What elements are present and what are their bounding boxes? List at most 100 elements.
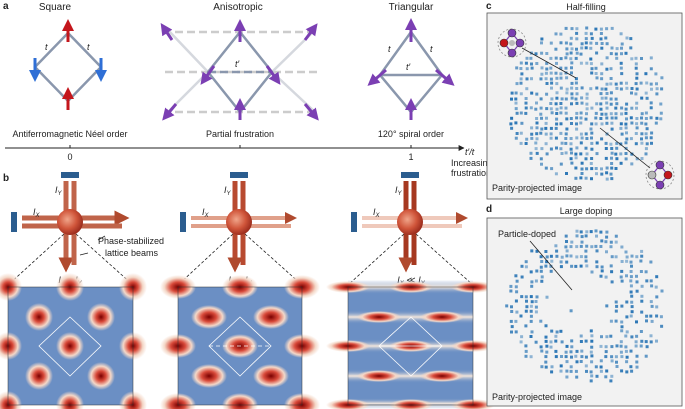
atom-site [545, 82, 549, 85]
atom-site [609, 240, 613, 244]
atom-site [630, 294, 634, 298]
atom-site [549, 41, 553, 45]
atom-site [529, 106, 533, 110]
atom-site [569, 309, 573, 313]
atom-site [595, 76, 599, 80]
atom-site [549, 264, 553, 268]
atom-site [519, 340, 523, 344]
atom-site [565, 360, 569, 364]
atom-site [640, 57, 643, 60]
atom-site [509, 319, 513, 323]
atom-site [544, 365, 548, 369]
atom-site [515, 111, 519, 115]
beam-annotation-line2: lattice beams [105, 248, 159, 258]
atom-site [644, 111, 648, 115]
atom-site [619, 87, 623, 91]
atom-site [570, 47, 574, 51]
atom-site [644, 152, 648, 156]
atom-site [575, 116, 579, 120]
atom-site [600, 96, 604, 100]
atom-site [585, 107, 589, 111]
panel-b: b IX IY Phase-stabilized lattice beams [0, 172, 495, 409]
atom-site [575, 245, 579, 249]
atom-site [589, 62, 593, 66]
atom-site [514, 136, 518, 140]
atom-site [635, 255, 639, 259]
atom-site [524, 101, 528, 105]
atom-site [609, 97, 613, 101]
atom-site [619, 61, 623, 65]
atom-site [620, 132, 624, 136]
zoom-lines [7, 233, 474, 286]
atom-cloud [397, 209, 423, 235]
atom-site [554, 32, 558, 36]
atom-site [619, 161, 623, 165]
atom-site [639, 344, 643, 348]
atom-site [595, 265, 599, 269]
atom-site [614, 240, 618, 244]
atom-site [594, 116, 598, 120]
atom-site [584, 255, 588, 259]
atom-site [564, 41, 568, 45]
atom-site [635, 87, 639, 91]
atom-site [644, 132, 648, 136]
atom-site [634, 82, 638, 86]
atom-site [595, 41, 599, 45]
atom-site [625, 274, 628, 278]
atom-site [534, 147, 538, 151]
atom-site [645, 279, 649, 283]
panel-label-c: c [486, 1, 492, 12]
atom-site [540, 51, 544, 55]
atom-site [640, 96, 644, 100]
atom-site [540, 365, 544, 369]
atom-site [579, 244, 583, 248]
inset-pointer [599, 127, 651, 169]
beam-setup-3: IX IY [351, 172, 468, 273]
atom-site [584, 46, 588, 50]
atom-site [570, 96, 574, 100]
atom-site [559, 72, 563, 76]
atom-site [660, 324, 664, 328]
atom-site [530, 126, 534, 130]
atom-site [575, 111, 579, 115]
atom-site [560, 152, 564, 155]
beam-x-label: IX [33, 207, 41, 219]
atom-site [539, 131, 543, 135]
atom-site [615, 146, 619, 150]
atom-site [584, 132, 588, 136]
atom-site [564, 234, 568, 238]
atom-site [559, 364, 563, 368]
atom-site [610, 147, 614, 150]
atom-site [524, 265, 528, 269]
atom-site [555, 76, 559, 80]
atom-site [649, 334, 653, 338]
atom-site [630, 264, 633, 268]
atom-site [640, 299, 644, 303]
atom-site [549, 71, 553, 75]
atom-site [510, 330, 513, 334]
atom-site [550, 370, 554, 374]
atom-site [545, 107, 549, 111]
atom-site [625, 36, 629, 40]
atom-site [554, 47, 558, 51]
atom-site [585, 112, 588, 116]
atom-site [620, 112, 624, 116]
atom-site [609, 112, 613, 116]
atom-site [534, 279, 538, 283]
atom-site [559, 86, 563, 90]
atom-site [530, 136, 534, 140]
annotation-pointer [79, 252, 89, 256]
atom-site [579, 340, 583, 343]
atom-site [615, 304, 619, 308]
atom-site [545, 344, 549, 348]
atom-site [555, 330, 559, 334]
atom-site [565, 76, 569, 80]
atom-site [590, 131, 594, 135]
atom-site [554, 71, 558, 75]
atom-site [554, 136, 558, 140]
atom-site [645, 81, 649, 85]
atom-site [585, 264, 589, 268]
atom-site [649, 300, 653, 304]
atom-site [575, 92, 579, 96]
atom-site [514, 285, 518, 289]
